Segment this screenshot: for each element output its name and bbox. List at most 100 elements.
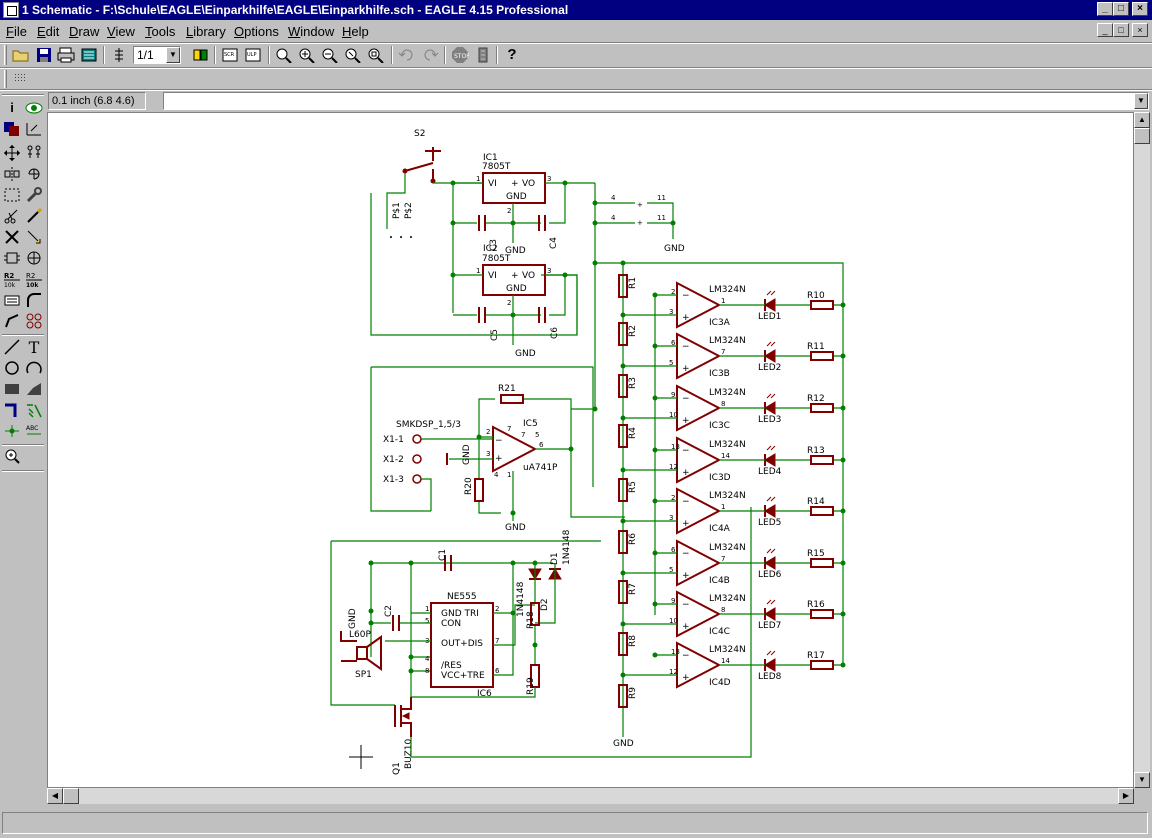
resistor-r11[interactable]: R11 xyxy=(807,342,834,361)
menu-view[interactable]: View xyxy=(107,24,135,39)
led-led3[interactable]: LED3 xyxy=(758,393,781,425)
zoom-redraw-icon[interactable] xyxy=(342,45,364,65)
delete-x-icon[interactable] xyxy=(2,228,22,248)
sheet-select[interactable]: 1/1 ▼ xyxy=(133,46,181,64)
resistor-r5[interactable]: R5 xyxy=(618,478,638,502)
miter-icon[interactable] xyxy=(24,291,44,311)
menu-edit[interactable]: Edit xyxy=(37,24,60,39)
menu-library[interactable]: Library xyxy=(186,24,226,39)
timer-ic6[interactable]: NE555 GND TRI CON OUT+DIS /RES VCC+TRE I… xyxy=(425,592,500,699)
go-icon[interactable] xyxy=(472,45,494,65)
print-icon[interactable] xyxy=(55,45,77,65)
zoom-in-icon[interactable] xyxy=(296,45,318,65)
junction-icon[interactable] xyxy=(2,422,22,442)
led-led5[interactable]: LED5 xyxy=(758,496,781,528)
invoke-icon[interactable] xyxy=(24,312,44,332)
connector-smkdsp[interactable]: SMKDSP_1,5/3 X1-1 X1-2 X1-3 xyxy=(383,420,461,485)
resistor-r4[interactable]: R4 xyxy=(618,424,638,448)
menu-draw[interactable]: Draw xyxy=(69,24,100,39)
chevron-down-icon[interactable]: ▼ xyxy=(1134,93,1148,109)
diode-d1[interactable]: D1 1N4148 xyxy=(548,529,572,580)
board-icon[interactable] xyxy=(190,45,212,65)
resistor-r21[interactable]: R21 xyxy=(498,384,524,404)
cam-processor-icon[interactable] xyxy=(78,45,100,65)
rotate-icon[interactable] xyxy=(24,165,44,185)
resistor-r10[interactable]: R10 xyxy=(807,291,834,310)
mdi-minimize-button[interactable]: _ xyxy=(1097,23,1113,37)
display-layers-icon[interactable] xyxy=(2,119,22,139)
resistor-r19[interactable]: R19 xyxy=(526,664,540,695)
menu-help[interactable]: Help xyxy=(342,24,369,39)
resistor-r14[interactable]: R14 xyxy=(807,497,834,516)
menu-file[interactable]: File xyxy=(6,24,27,39)
vertical-scrollbar[interactable]: ▲ ▼ xyxy=(1134,112,1150,788)
copy-icon[interactable] xyxy=(24,144,44,164)
scroll-right-icon[interactable]: ▶ xyxy=(1118,788,1134,804)
open-folder-icon[interactable] xyxy=(10,45,32,65)
zoom-fit-icon[interactable] xyxy=(273,45,295,65)
capacitor-c5[interactable]: C5 xyxy=(478,307,500,341)
led-led6[interactable]: LED6 xyxy=(758,548,782,580)
wire-line-icon[interactable] xyxy=(2,338,22,358)
zoom-out-icon[interactable] xyxy=(319,45,341,65)
title-bar[interactable]: 1 Schematic - F:\Schule\EAGLE\Einparkhil… xyxy=(0,0,1152,20)
resistor-r16[interactable]: R16 xyxy=(807,600,834,619)
polygon-icon[interactable] xyxy=(24,380,44,400)
led-led1[interactable]: LED1 xyxy=(758,290,781,322)
text-t-icon[interactable]: T xyxy=(28,338,40,357)
net-icon[interactable] xyxy=(24,401,44,421)
undo-icon[interactable] xyxy=(396,45,418,65)
scroll-down-icon[interactable]: ▼ xyxy=(1134,772,1150,788)
circle-icon[interactable] xyxy=(2,359,22,379)
mdi-close-button[interactable]: × xyxy=(1132,23,1148,37)
resistor-r7[interactable]: R7 xyxy=(618,580,638,604)
resistor-r17[interactable]: R17 xyxy=(807,651,834,670)
mirror-icon[interactable] xyxy=(2,165,22,185)
close-button[interactable]: × xyxy=(1132,2,1148,16)
minimize-button[interactable]: _ xyxy=(1097,2,1113,16)
resistor-r13[interactable]: R13 xyxy=(807,446,834,465)
capacitor-c6[interactable]: C6 xyxy=(538,307,560,339)
scroll-left-icon[interactable]: ◀ xyxy=(47,788,63,804)
capacitor-c1[interactable]: C1 xyxy=(438,549,452,571)
maximize-button[interactable]: □ xyxy=(1113,2,1129,16)
script-icon[interactable]: SCR xyxy=(219,45,241,65)
resistor-r15[interactable]: R15 xyxy=(807,549,834,568)
split-icon[interactable] xyxy=(2,312,22,332)
erc-check-icon[interactable] xyxy=(2,447,22,467)
resistor-r12[interactable]: R12 xyxy=(807,394,834,413)
resistor-r1[interactable]: R1 xyxy=(618,274,638,298)
resistor-r2[interactable]: R2 xyxy=(618,322,638,346)
capacitor-c4[interactable]: C4 xyxy=(538,215,559,249)
mark-icon[interactable] xyxy=(24,119,44,139)
led-led8[interactable]: LED8 xyxy=(758,650,782,682)
replace-icon[interactable] xyxy=(24,249,44,269)
cut-scissors-icon[interactable] xyxy=(2,207,22,227)
mosfet-q1[interactable]: Q1 BUZ10 xyxy=(392,697,414,775)
menu-tools[interactable]: Tools xyxy=(145,24,176,39)
add-part-icon[interactable] xyxy=(24,228,44,248)
pinswap-icon[interactable] xyxy=(2,249,22,269)
diode-d2[interactable]: D2 1N4148 xyxy=(516,568,550,617)
scroll-up-icon[interactable]: ▲ xyxy=(1134,112,1150,128)
save-icon[interactable] xyxy=(33,45,55,65)
smash-icon[interactable] xyxy=(2,291,22,311)
menu-window[interactable]: Window xyxy=(288,24,335,39)
grid-icon[interactable] xyxy=(10,69,32,89)
menu-options[interactable]: Options xyxy=(234,24,279,39)
bus-icon[interactable] xyxy=(2,401,22,421)
zoom-select-icon[interactable] xyxy=(365,45,387,65)
sheet-icon[interactable] xyxy=(108,45,130,65)
paste-icon[interactable] xyxy=(24,207,44,227)
resistor-r8[interactable]: R8 xyxy=(618,632,638,656)
arc-icon[interactable] xyxy=(24,359,44,379)
